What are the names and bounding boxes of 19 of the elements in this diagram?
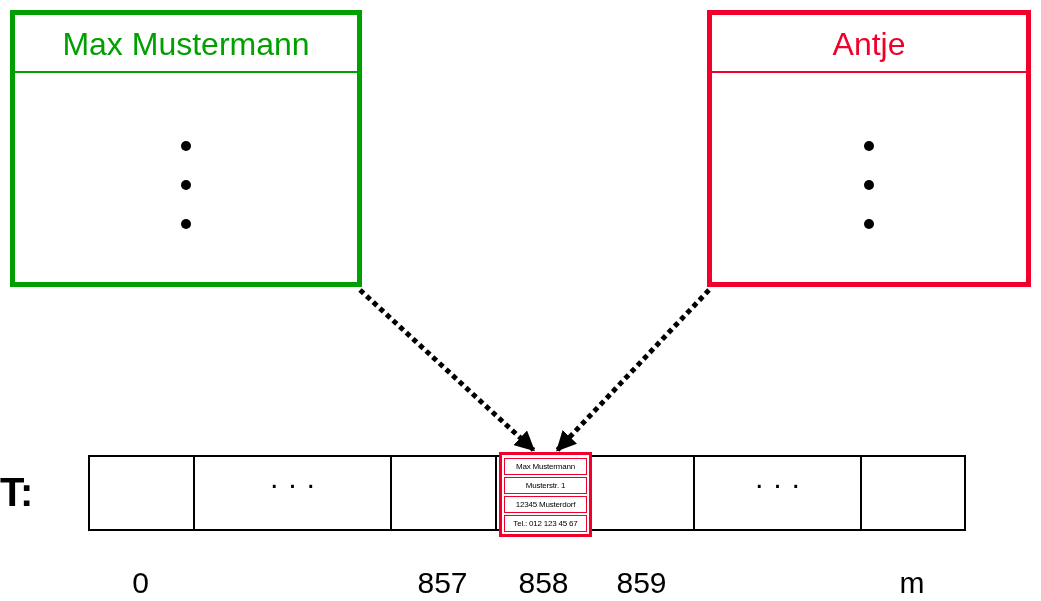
- box-title: Max Mustermann: [15, 15, 357, 73]
- box-title: Antje: [712, 15, 1026, 73]
- card-text: Musterstr. 1: [504, 477, 587, 494]
- card-text: Max Mustermann: [504, 458, 587, 475]
- record-card: [499, 452, 592, 537]
- index-label: m: [898, 566, 926, 600]
- index-label: 0: [131, 566, 150, 600]
- person-box: [10, 10, 362, 287]
- arrow: [358, 288, 536, 452]
- array-name: T:: [0, 470, 34, 515]
- index-label: 859: [615, 566, 668, 600]
- arrow: [555, 288, 711, 452]
- person-box: [707, 10, 1031, 287]
- ellipsis-text: · · ·: [268, 467, 317, 501]
- index-label: 858: [517, 566, 570, 600]
- index-label: 857: [416, 566, 469, 600]
- ellipsis-text: · · ·: [753, 467, 802, 501]
- card-text: Tel.: 012 123 45 67: [504, 515, 587, 532]
- card-text: 12345 Musterdorf: [504, 496, 587, 513]
